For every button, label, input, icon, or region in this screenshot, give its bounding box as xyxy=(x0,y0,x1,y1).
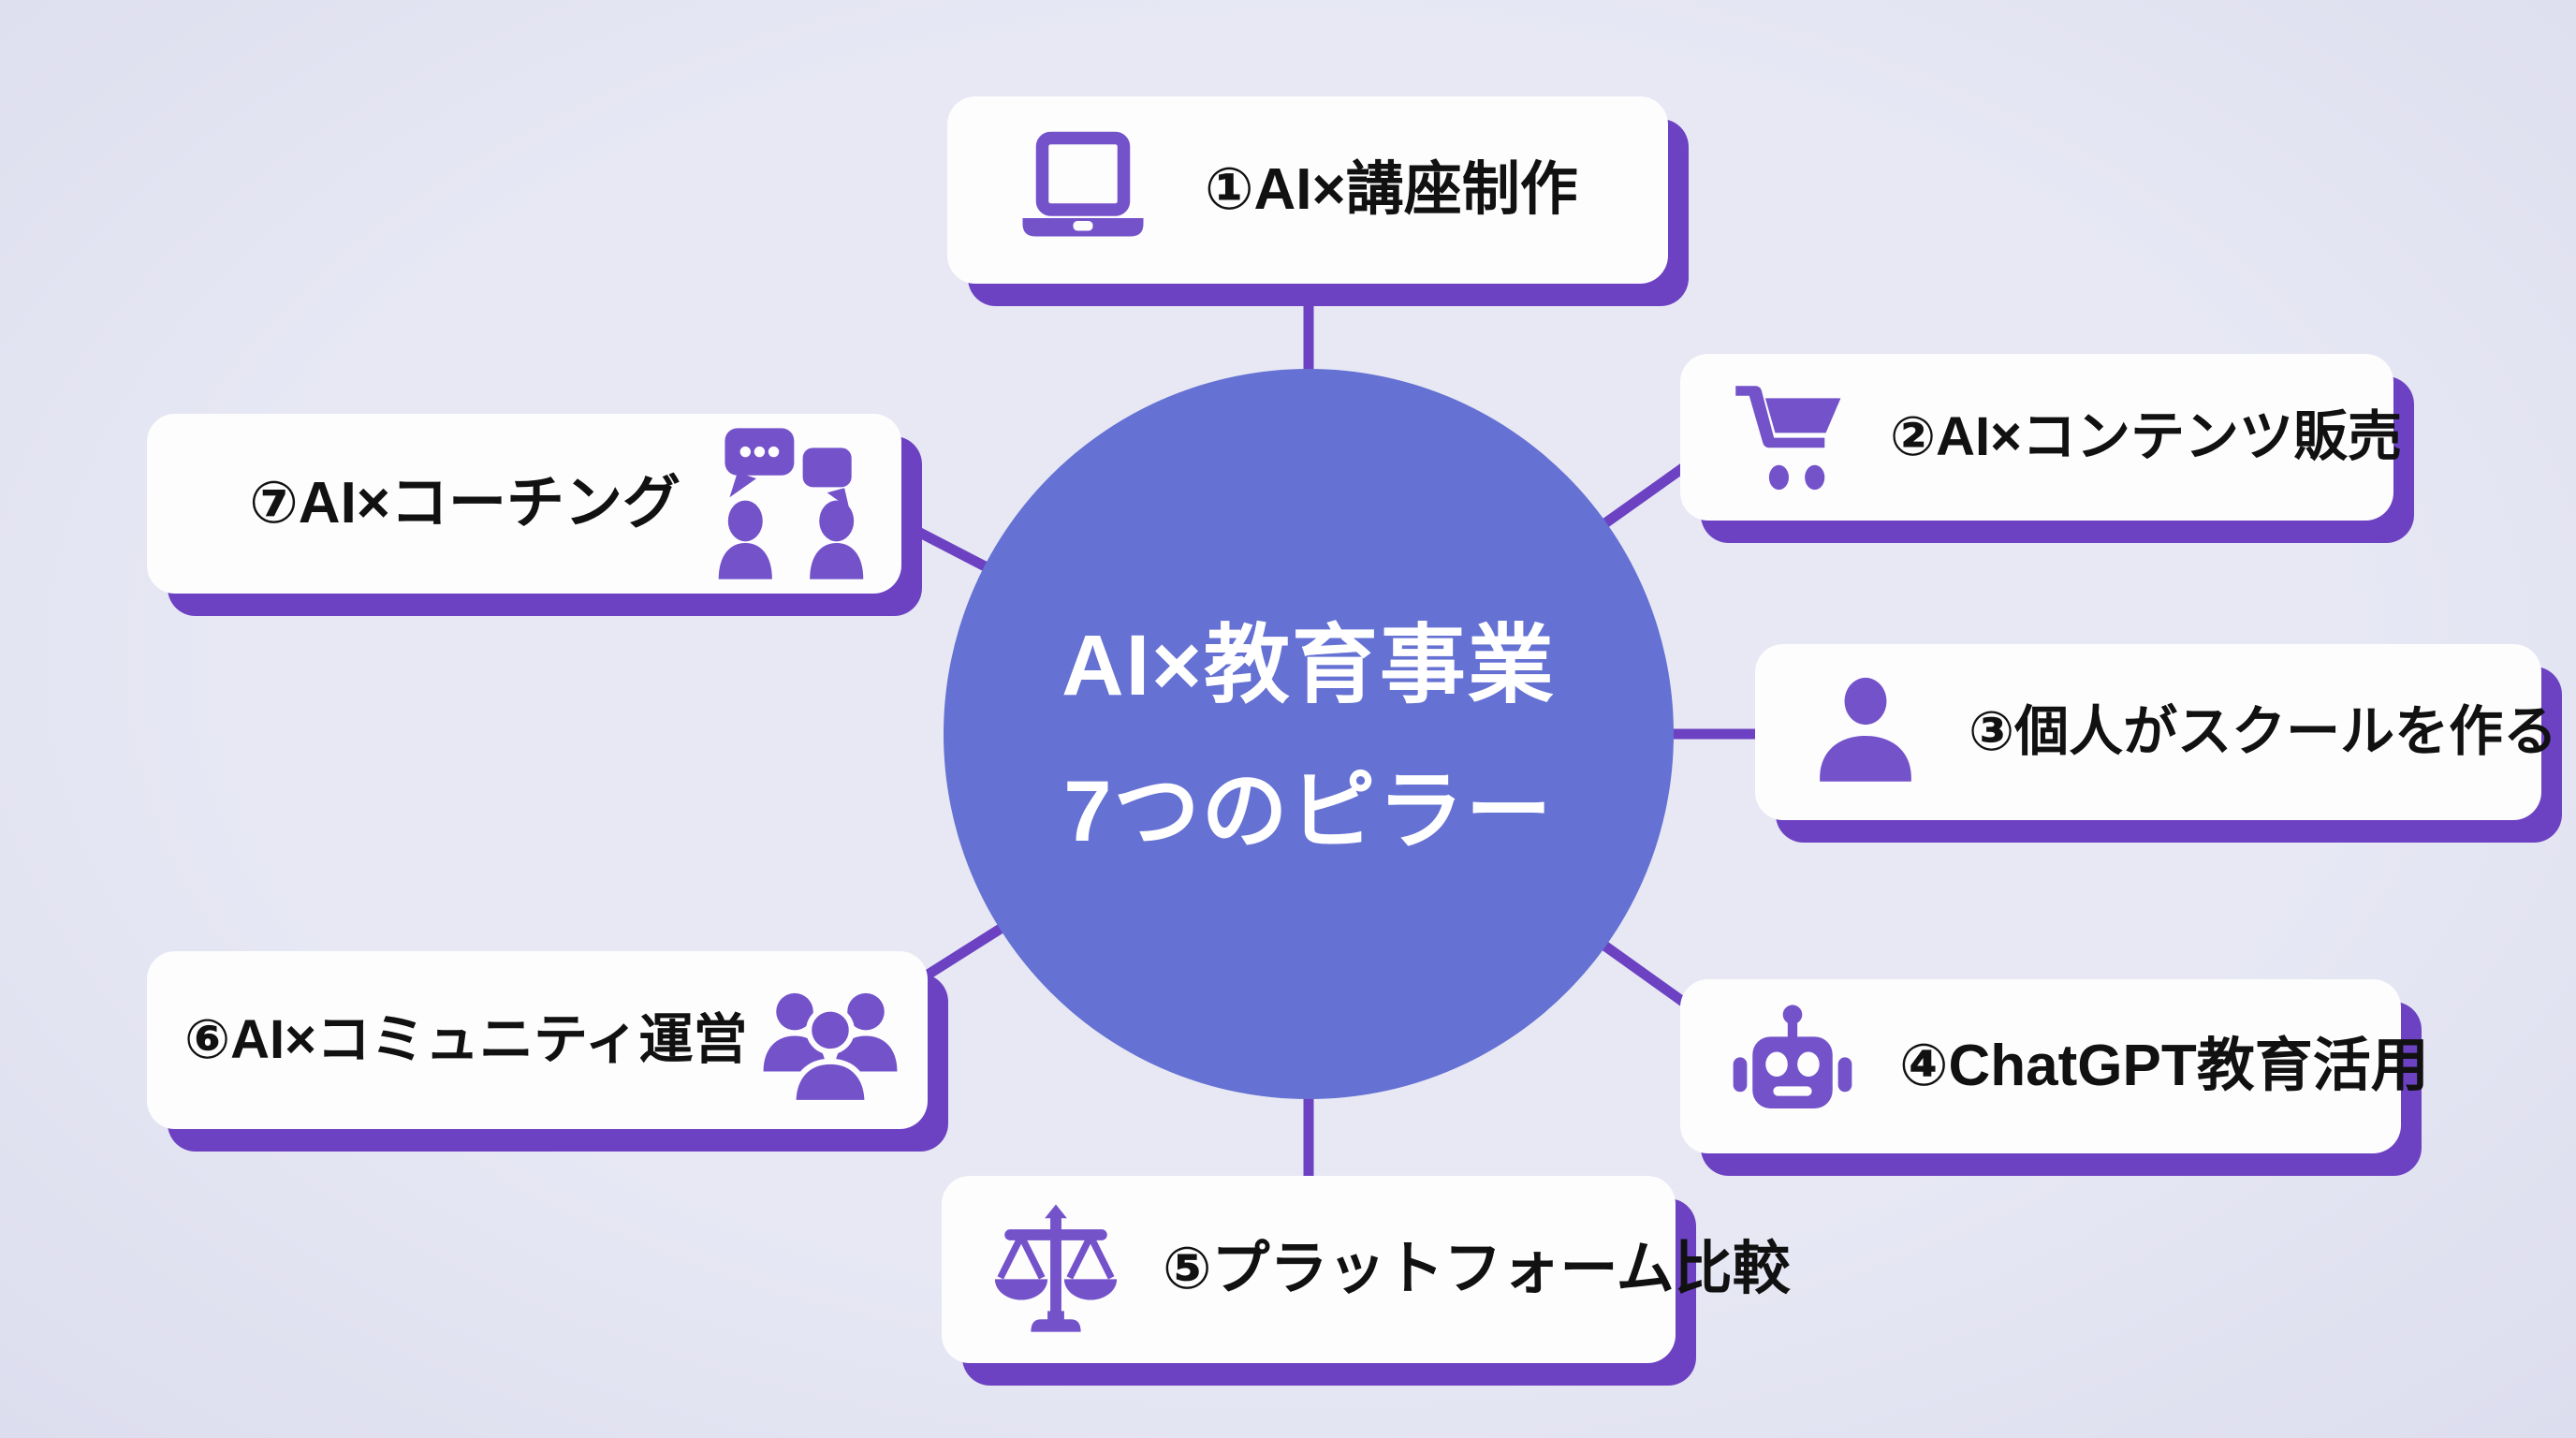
center-circle: AI×教育事業 7つのピラー xyxy=(944,369,1674,1099)
pillar-card-3: ③個人がスクールを作る xyxy=(1755,644,2557,820)
chat-people-icon xyxy=(718,428,864,580)
cart-icon xyxy=(1735,386,1841,491)
pillar-card-4: ④ChatGPT教育活用 xyxy=(1680,979,2429,1153)
pillar-card-5: ⑤プラットフォーム比較 xyxy=(942,1176,1791,1363)
pillar-label-4: ④ChatGPT教育活用 xyxy=(1899,1034,2429,1098)
scales-icon xyxy=(994,1204,1118,1332)
pillar-label-2: ②AI×コンテンツ販売 xyxy=(1890,406,2402,467)
pillar-label-1: ①AI×講座制作 xyxy=(1205,157,1578,222)
person-icon xyxy=(1820,677,1911,782)
pillar-label-3: ③個人がスクールを作る xyxy=(1969,701,2558,762)
pillar-label-5: ⑤プラットフォーム比較 xyxy=(1163,1237,1791,1301)
pillar-label-6: ⑥AI×コミュニティ運営 xyxy=(184,1009,748,1070)
pillar-card-2: ②AI×コンテンツ販売 xyxy=(1680,354,2402,521)
center-title-line1: AI×教育事業 xyxy=(1061,617,1556,713)
robot-icon xyxy=(1733,1005,1852,1108)
pillar-card-7: ⑦AI×コーチング xyxy=(147,414,901,594)
pillar-card-1: ①AI×講座制作 xyxy=(947,96,1668,284)
laptop-icon xyxy=(1022,131,1144,237)
group-icon xyxy=(763,992,898,1106)
pillar-card-6: ⑥AI×コミュニティ運営 xyxy=(147,951,928,1129)
pillar-label-7: ⑦AI×コーチング xyxy=(249,471,681,536)
center-title-line2: 7つのピラー xyxy=(1063,764,1554,859)
